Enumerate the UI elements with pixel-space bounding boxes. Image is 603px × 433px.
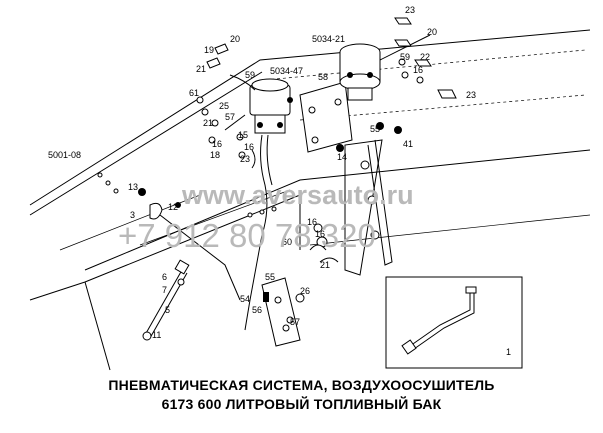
callout-16: 16 xyxy=(413,65,423,75)
fittings-right xyxy=(376,17,457,134)
watermark-site: www.aversauto.ru xyxy=(181,180,414,210)
ref-5034-47: 5034-47 xyxy=(270,66,303,76)
clamp-assembly xyxy=(261,277,305,347)
chassis-frame xyxy=(29,29,591,371)
ref-5034-21: 5034-21 xyxy=(312,34,345,44)
callout-55: 55 xyxy=(265,272,275,282)
callout-11: 11 xyxy=(152,330,161,340)
frame-bracket xyxy=(344,139,393,276)
callout-21: 21 xyxy=(203,118,213,128)
callout-5: 5 xyxy=(165,305,170,315)
callout-57: 57 xyxy=(290,317,300,327)
callout-22: 22 xyxy=(420,52,430,62)
callout-20: 20 xyxy=(427,27,437,37)
callout-59: 59 xyxy=(245,70,255,80)
callout-23: 23 xyxy=(405,5,415,15)
callout-59: 59 xyxy=(400,52,410,62)
callout-20: 20 xyxy=(230,34,240,44)
callout-18: 18 xyxy=(210,150,220,160)
callout-7: 7 xyxy=(162,285,167,295)
hose-lines xyxy=(159,34,431,331)
callout-60: 60 xyxy=(282,237,292,247)
fittings-lower xyxy=(309,144,344,263)
drain-rod xyxy=(138,188,190,341)
callout-21: 21 xyxy=(196,64,206,74)
callout-26: 26 xyxy=(300,286,310,296)
callout-16: 16 xyxy=(307,217,317,227)
callout-19: 19 xyxy=(204,45,214,55)
callout-16: 16 xyxy=(315,229,325,239)
callout-58: 58 xyxy=(318,72,328,82)
caption-title: ПНЕВМАТИЧЕСКАЯ СИСТЕМА, ВОЗДУХООСУШИТЕЛЬ xyxy=(108,377,495,393)
callout-61: 61 xyxy=(189,88,199,98)
callout-57: 57 xyxy=(225,112,235,122)
callout-23: 23 xyxy=(466,90,476,100)
inset-detail-box xyxy=(385,276,523,369)
valve-block xyxy=(249,78,293,134)
callout-3: 3 xyxy=(130,210,135,220)
air-dryer-plate xyxy=(299,81,353,153)
callout-16: 16 xyxy=(244,142,254,152)
callout-56: 56 xyxy=(252,305,262,315)
callout-6: 6 xyxy=(162,272,167,282)
caption-subtitle: 6173 600 ЛИТРОВЫЙ ТОПЛИВНЫЙ БАК xyxy=(161,396,442,412)
watermark-phone: +7 912 80 78 320 xyxy=(118,217,376,254)
ref-5001-08: 5001-08 xyxy=(48,150,81,160)
callout-15: 15 xyxy=(238,130,248,140)
callout-25: 25 xyxy=(219,101,229,111)
callout-12: 12 xyxy=(168,202,178,212)
callout-41: 41 xyxy=(403,139,413,149)
callout-54: 54 xyxy=(240,294,250,304)
callout-21: 21 xyxy=(320,260,330,270)
callout-16: 16 xyxy=(212,139,222,149)
callout-23: 23 xyxy=(240,154,250,164)
callout-55: 55 xyxy=(370,124,380,134)
callout-14: 14 xyxy=(337,152,347,162)
air-dryer xyxy=(339,43,381,101)
fittings-left xyxy=(196,43,256,169)
callout-1: 1 xyxy=(506,347,511,357)
callout-13: 13 xyxy=(128,182,138,192)
